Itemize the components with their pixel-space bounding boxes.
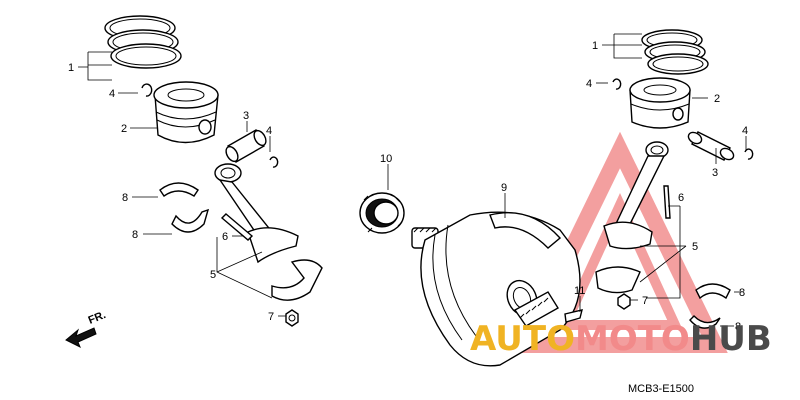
right-piston-pin xyxy=(687,131,735,161)
left-piston-rings xyxy=(104,15,182,69)
right-bearing-shell-lower xyxy=(689,315,721,329)
callout-crankshaft: 9 xyxy=(501,182,507,194)
left-piston xyxy=(153,81,219,144)
callout-left-bearing-upper: 8 xyxy=(122,192,128,204)
watermark-hub: HUB xyxy=(690,319,772,359)
right-pin-clip xyxy=(744,148,754,160)
callout-right-rod: 5 xyxy=(692,241,698,253)
callout-right-piston: 2 xyxy=(714,93,720,105)
left-bearing-shell-lower xyxy=(171,208,210,233)
callout-left-clip-top: 4 xyxy=(109,88,115,100)
left-rod-bolt xyxy=(220,213,254,241)
svg-text:AUTOMOTOHUB: AUTOMOTOHUB xyxy=(470,319,772,359)
callout-left-nut: 7 xyxy=(268,311,274,323)
right-piston xyxy=(629,77,691,129)
callout-right-clip-top: 4 xyxy=(586,78,592,90)
right-rod-bolt xyxy=(663,185,671,219)
callout-left-pin-clip: 4 xyxy=(266,125,272,137)
left-rod-nut xyxy=(285,309,299,327)
callout-key: 11 xyxy=(574,285,585,297)
left-connecting-rod xyxy=(214,163,323,301)
right-rod-nut xyxy=(617,293,631,310)
callout-right-bolt: 6 xyxy=(678,192,684,204)
right-piston-clip-top xyxy=(612,78,622,90)
right-piston-rings xyxy=(641,29,709,75)
callout-right-nut: 7 xyxy=(642,295,648,307)
callout-right-pin: 3 xyxy=(712,167,718,179)
callout-left-bearing-lower: 8 xyxy=(132,229,138,241)
callout-right-bearing-upper: 8 xyxy=(739,287,745,299)
callout-needle-bearing: 10 xyxy=(380,153,392,165)
callout-left-rod: 5 xyxy=(210,269,216,281)
front-direction-label: FR. xyxy=(87,309,108,327)
crankshaft xyxy=(411,211,581,367)
watermark-moto: MOTO xyxy=(575,319,690,359)
front-direction-arrow xyxy=(65,327,97,349)
callout-right-pin-clip: 4 xyxy=(742,125,748,137)
left-piston-clip-top xyxy=(141,83,153,97)
callout-right-rings: 1 xyxy=(592,40,598,52)
right-bearing-shell-upper xyxy=(695,283,731,300)
right-connecting-rod xyxy=(595,141,669,294)
callout-left-piston: 2 xyxy=(121,123,127,135)
leader-lines xyxy=(78,33,747,327)
callout-left-rings: 1 xyxy=(68,62,74,74)
diagram-code: MCB3-E1500 xyxy=(628,383,694,395)
watermark-text: AUTOMOTOHUB xyxy=(470,319,772,359)
callout-left-bolt: 6 xyxy=(222,231,228,243)
left-bearing-shell-upper xyxy=(159,182,199,197)
callout-right-bearing-lower: 8 xyxy=(735,321,741,333)
crankshaft-key xyxy=(564,309,583,323)
watermark-auto: AUTO xyxy=(470,319,575,359)
left-pin-clip xyxy=(269,156,279,168)
callout-left-pin: 3 xyxy=(243,110,249,122)
needle-bearing xyxy=(359,192,405,234)
left-piston-pin xyxy=(225,129,267,163)
